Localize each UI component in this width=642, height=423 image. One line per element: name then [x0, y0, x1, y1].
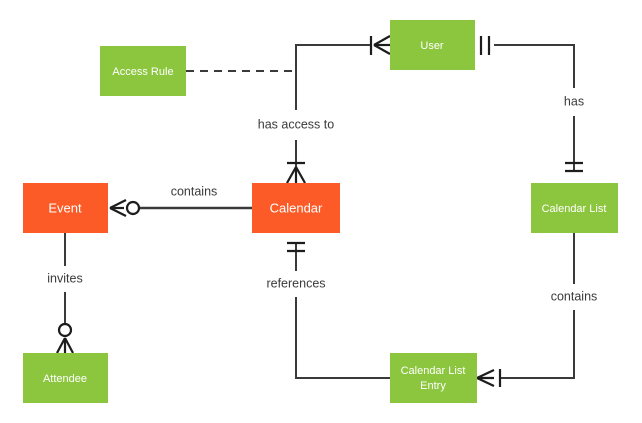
entity-user[interactable]: User [390, 20, 475, 70]
entity-event-label: Event [48, 200, 82, 215]
entity-calendar-list-entry[interactable]: Calendar List Entry [390, 353, 477, 403]
cardinality-crowsfoot-lower [109, 207, 127, 217]
relationship-label-invites: invites [47, 271, 82, 285]
connector-line-references-to-entry [295, 297, 390, 379]
entity-attendee-label: Attendee [43, 373, 87, 385]
cardinality-crowsfoot-left [56, 337, 66, 354]
entity-user-label: User [420, 40, 444, 52]
entity-calendar-box[interactable] [252, 183, 340, 233]
entity-attendee[interactable]: Attendee [23, 353, 108, 403]
connector-calendar-calendarlistentry [295, 244, 390, 379]
connector-calendarlist-calendarlistentry [500, 233, 575, 379]
cardinality-one-or-many-entry-right [476, 369, 502, 387]
entity-access-rule[interactable]: Access Rule [100, 46, 186, 96]
entity-access-rule-box[interactable] [100, 46, 186, 96]
cardinality-one-or-many-user-left [369, 35, 391, 55]
cardinality-crowsfoot-upper [109, 199, 127, 209]
relationship-label-has: has [564, 94, 584, 108]
entity-event-box[interactable] [23, 183, 108, 233]
connector-line-contains-to-entry [500, 310, 575, 379]
entity-access-rule-label: Access Rule [112, 66, 173, 78]
cardinality-one-or-many-calendar-top [286, 161, 306, 184]
relationship-label-references: references [266, 276, 325, 290]
entity-user-box[interactable] [390, 20, 475, 70]
cardinality-zero-circle [57, 322, 73, 338]
connector-user-calendar [295, 44, 371, 172]
entity-event[interactable]: Event [23, 183, 108, 233]
relationship-label-contains-calendar: contains [171, 184, 218, 198]
cardinality-crowsfoot-left [286, 166, 297, 184]
entity-calendar[interactable]: Calendar [252, 183, 340, 233]
cardinality-crowsfoot-right [64, 337, 74, 354]
cardinality-crowsfoot-lower [373, 44, 391, 55]
cardinality-crowsfoot-lower [476, 377, 495, 387]
entity-calendar-label: Calendar [270, 200, 323, 215]
connector-line-user-to-has [494, 44, 575, 88]
cardinality-zero-or-many-attendee-top [56, 322, 74, 354]
entity-attendee-box[interactable] [23, 353, 108, 403]
entity-calendar-list-entry-label-line2: Entry [420, 380, 446, 392]
cardinality-crowsfoot-upper [476, 369, 495, 379]
cardinality-zero-or-many-event-right [109, 199, 141, 217]
relationship-label-contains-entry: contains [551, 289, 598, 303]
cardinality-crowsfoot-upper [373, 35, 391, 46]
connector-line-user-to-access [295, 44, 371, 110]
entity-calendar-list[interactable]: Calendar List [531, 183, 618, 233]
cardinality-crowsfoot-right [295, 166, 306, 184]
cardinality-exactly-one-calendarlist-top [565, 161, 583, 173]
connector-user-calendarlist [494, 44, 575, 170]
entity-calendar-list-entry-label-line1: Calendar List [401, 365, 466, 377]
cardinality-zero-circle [125, 200, 141, 216]
relationship-label-has-access-to: has access to [258, 117, 334, 131]
cardinality-exactly-one-user-right [479, 36, 491, 55]
cardinality-exactly-one-calendar-bottom [287, 241, 305, 253]
entity-calendar-list-label: Calendar List [542, 203, 607, 215]
entity-calendar-list-entry-box[interactable] [390, 353, 477, 403]
entity-calendar-list-box[interactable] [531, 183, 618, 233]
